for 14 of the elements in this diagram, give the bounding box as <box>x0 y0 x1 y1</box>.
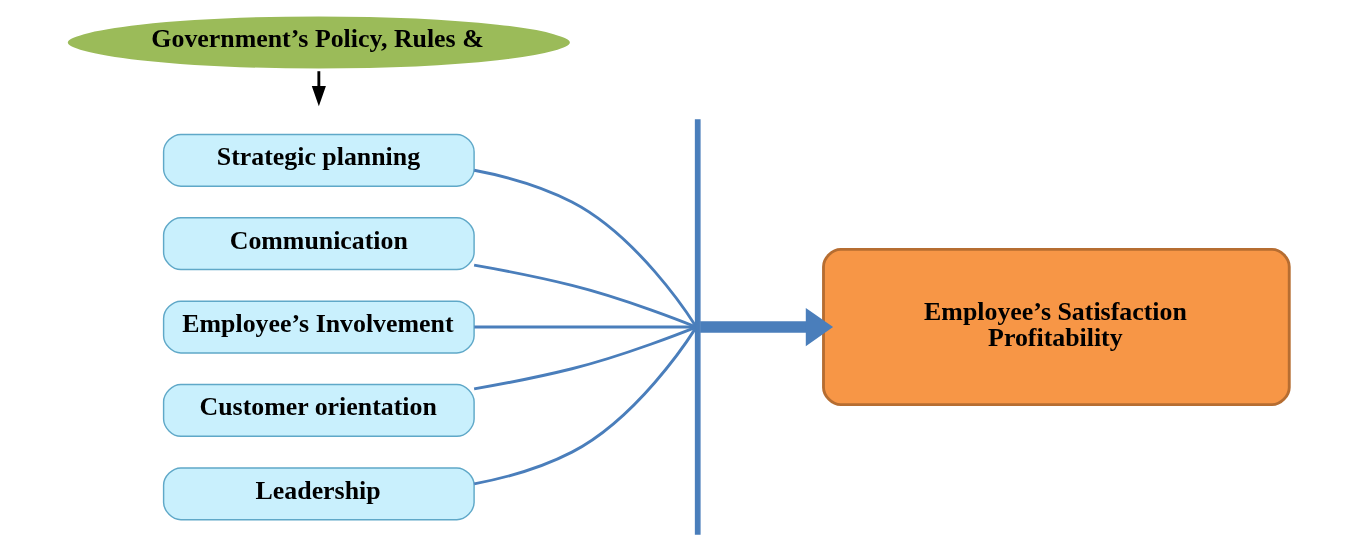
node-bar <box>694 119 701 535</box>
node-box: Strategic planning <box>162 133 475 187</box>
arrow <box>700 307 834 347</box>
node-box: Customer orientation <box>162 383 475 437</box>
node-box: Employee’s Satisfaction Profitability <box>822 248 1291 407</box>
arrow <box>311 71 326 107</box>
connector <box>473 168 697 327</box>
connector <box>473 263 697 329</box>
connector <box>473 326 697 391</box>
node-box: Employee’s Involvement <box>162 300 475 354</box>
connector <box>473 327 697 486</box>
node-box: Communication <box>162 217 475 271</box>
node-box: Leadership <box>162 467 475 521</box>
connector <box>474 325 696 329</box>
